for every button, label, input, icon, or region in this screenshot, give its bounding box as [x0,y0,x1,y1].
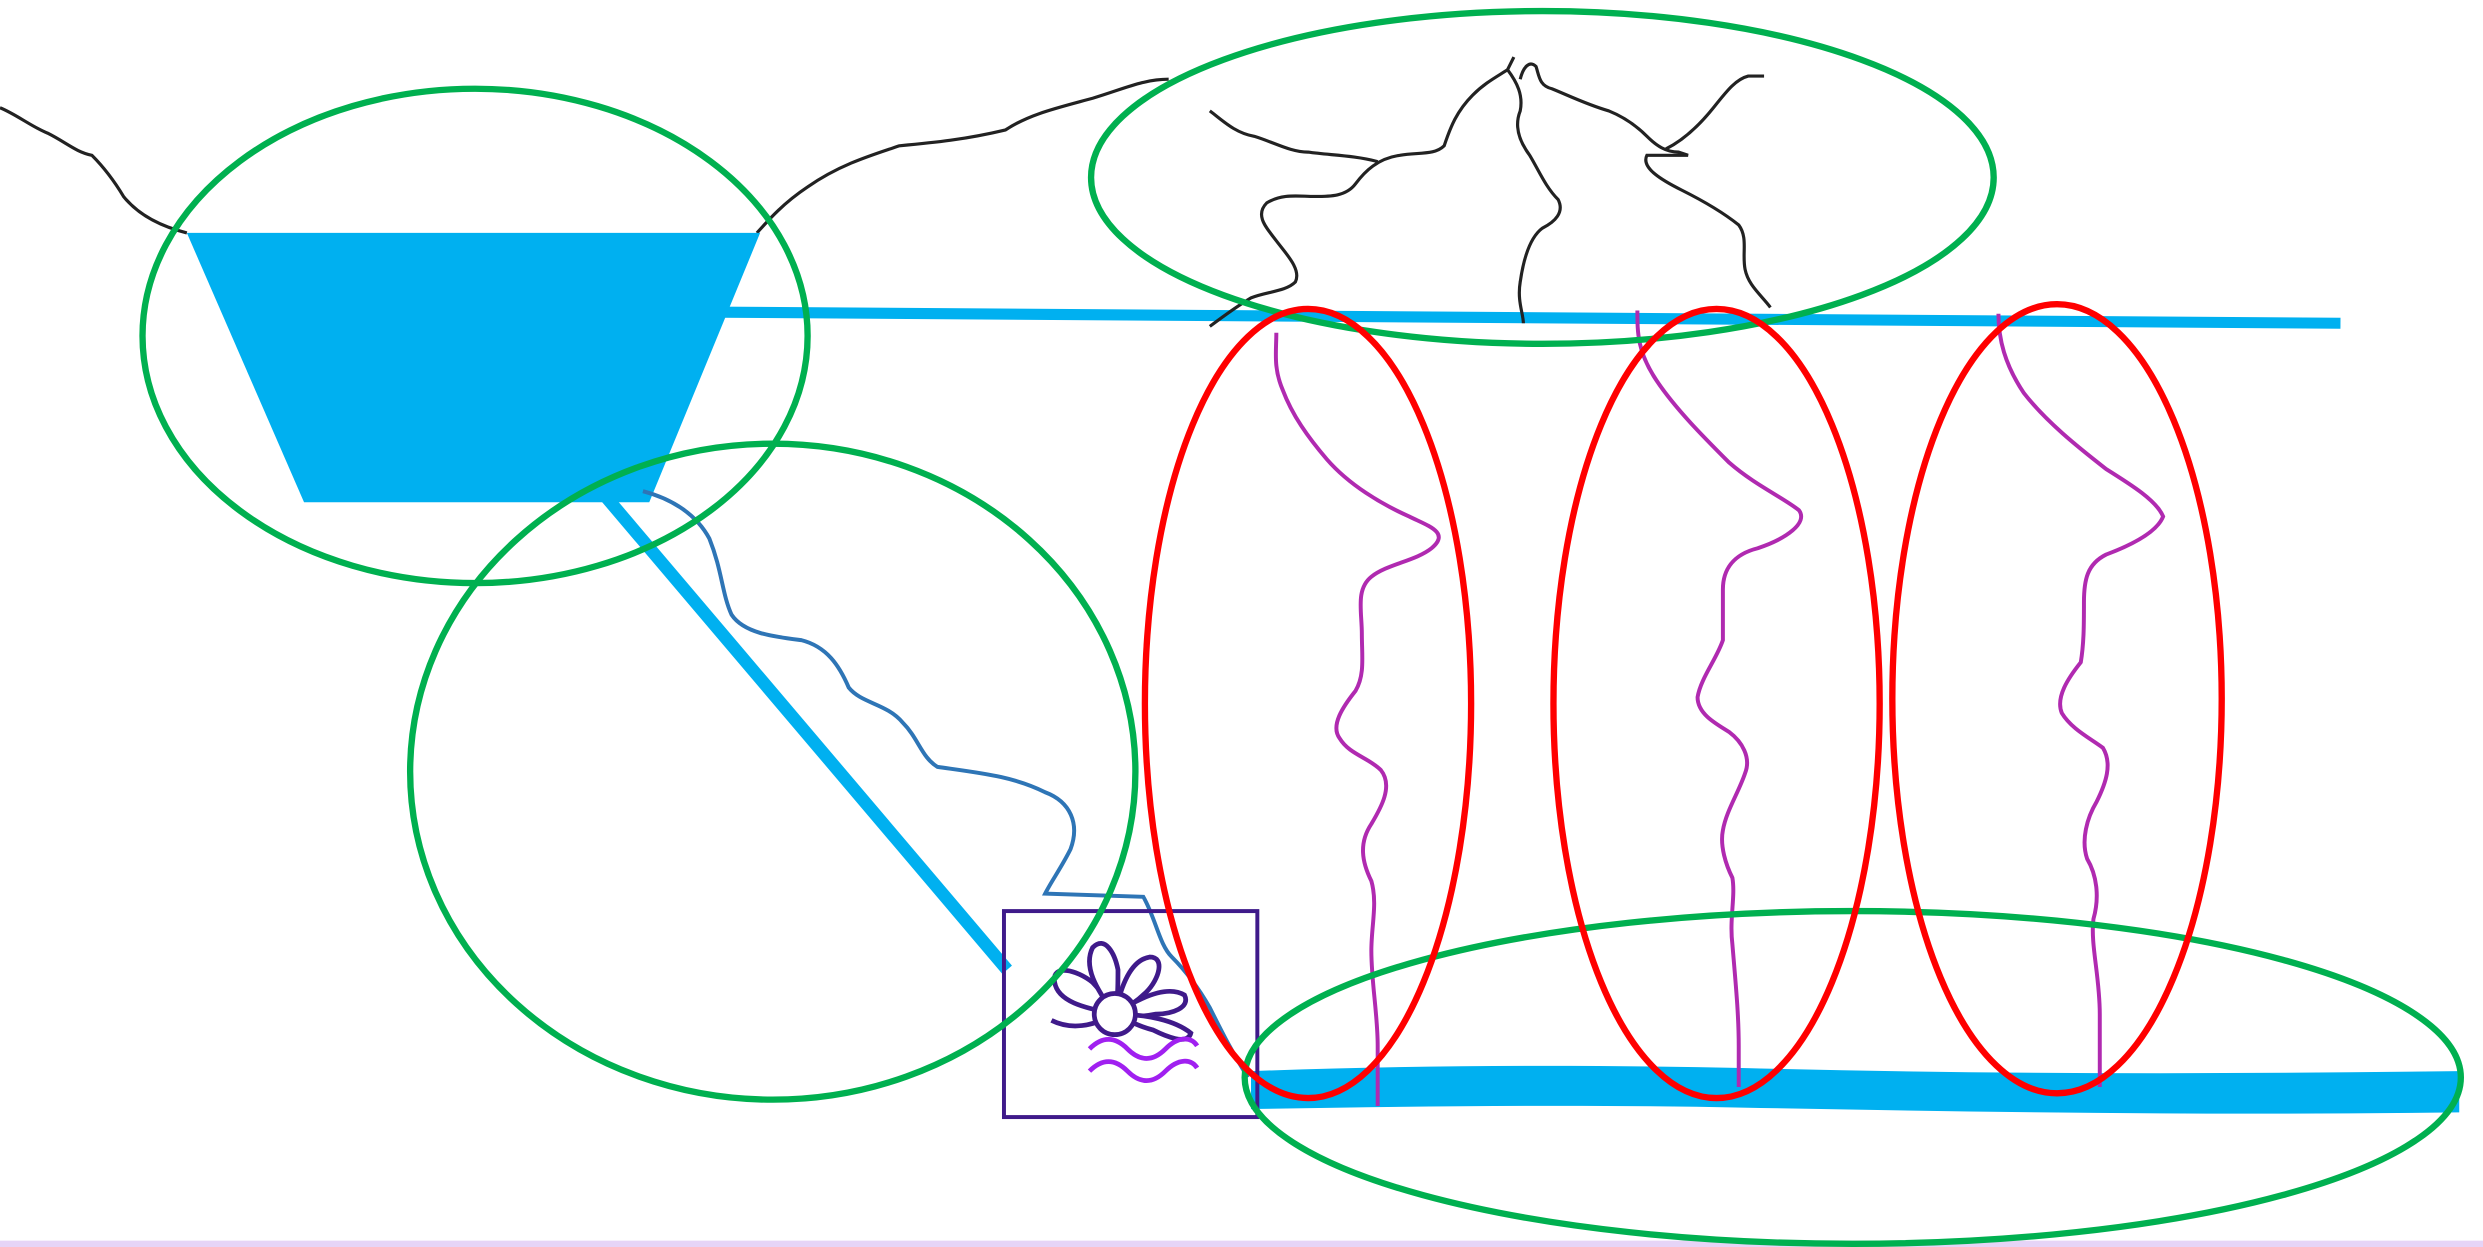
green-region-outlines [139,7,2464,1247]
canal-upper [720,306,2341,329]
canal-lower [1251,1065,2460,1114]
infiltration-paths [1273,310,2166,1106]
penstock [601,493,1012,974]
terrain-ridge-left [0,106,188,235]
green-ellipse-penstock [406,440,1139,1103]
reservoir [186,232,761,503]
red-ellipse-3 [1889,301,2225,1097]
tributary-network [1208,56,1772,328]
bottom-band [0,1240,2483,1247]
natural-river [642,489,1250,1079]
red-ellipse-1 [1141,305,1475,1102]
terrain-ridge-middle [755,77,1169,234]
hydro-turbine-icon [1001,909,1260,1120]
red-region-outlines [1141,301,2225,1102]
red-ellipse-2 [1550,305,1883,1102]
green-ellipse-tributaries [1087,7,1997,348]
